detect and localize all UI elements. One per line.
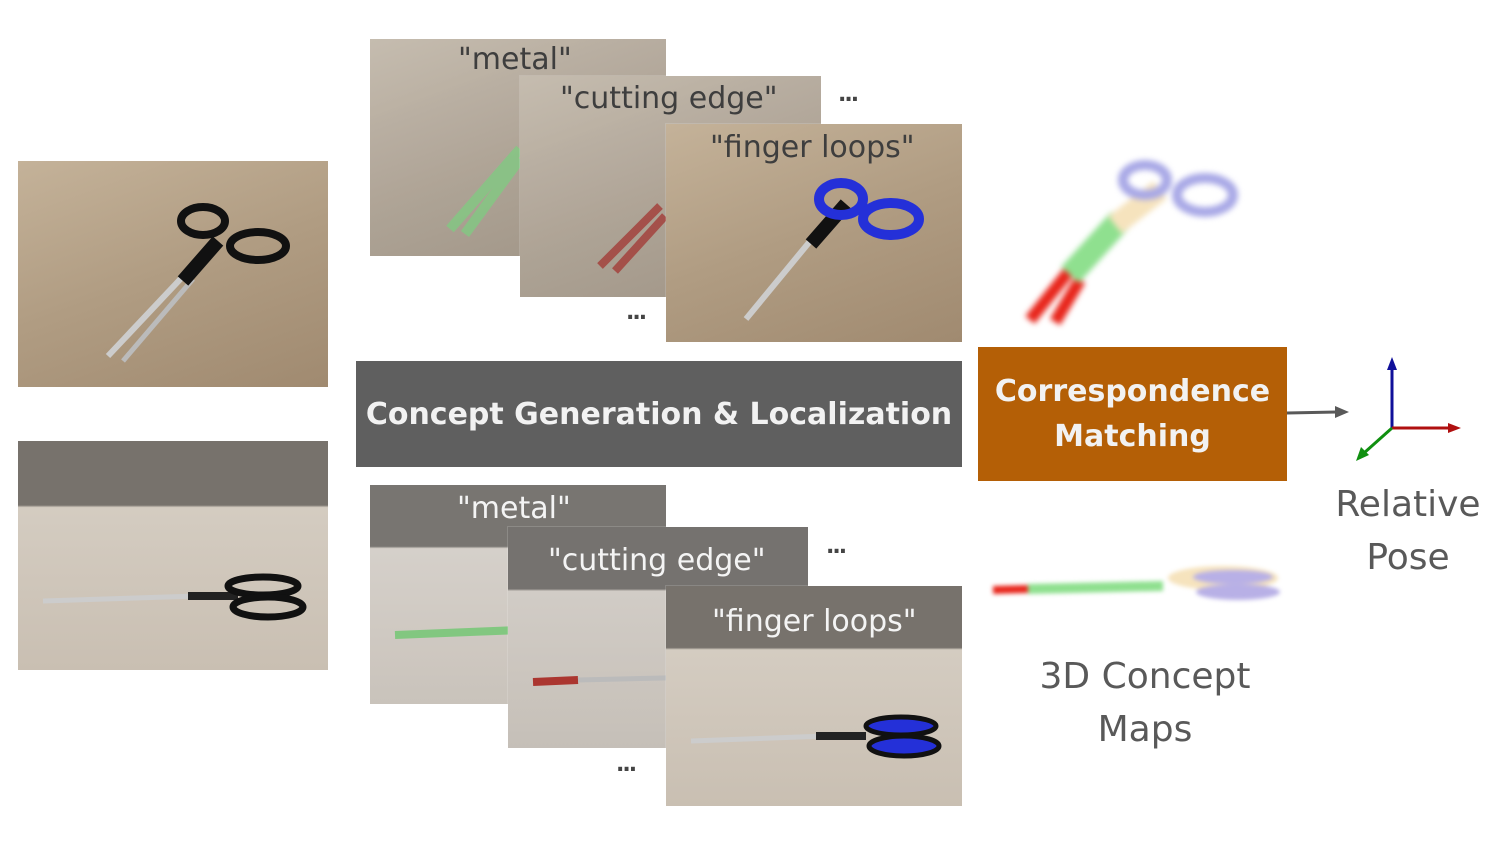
- ellipsis: ...: [838, 82, 859, 107]
- ellipsis: ...: [826, 534, 847, 559]
- ellipsis: ...: [626, 300, 647, 325]
- concept-label-cutting-edge-top: "cutting edge": [560, 81, 778, 116]
- scissors-icon: [105, 203, 290, 363]
- concept-label-metal-top: "metal": [458, 42, 572, 77]
- caption-line: Maps: [1097, 709, 1193, 750]
- pose-axes-icon: [1356, 357, 1461, 461]
- caption-line: Relative: [1335, 484, 1481, 525]
- matching-label-line1: Correspondence: [994, 374, 1271, 409]
- concept-card-finger-loops-bottom: [666, 586, 962, 806]
- relative-pose-caption: Relative Pose: [1318, 478, 1498, 584]
- concept-map-3d-bottom: [992, 566, 1280, 600]
- matching-label-line2: Matching: [1054, 419, 1211, 454]
- concept-label-metal-bottom: "metal": [457, 491, 571, 526]
- scissors-icon: [42, 573, 307, 621]
- concept-label-cutting-edge-bottom: "cutting edge": [548, 543, 766, 578]
- ellipsis: ...: [616, 752, 637, 777]
- concept-label-finger-loops-bottom: "finger loops": [712, 604, 917, 639]
- concept-label-finger-loops-top: "finger loops": [710, 130, 915, 165]
- caption-line: Pose: [1366, 537, 1450, 578]
- arrow-icon: [1287, 406, 1349, 418]
- input-image-top: [18, 161, 328, 387]
- caption-line: 3D Concept: [1039, 656, 1251, 697]
- concept-card-finger-loops-top: [666, 124, 962, 342]
- concept-map-3d-top: [1025, 160, 1238, 326]
- concept-generation-label: Concept Generation & Localization: [365, 396, 953, 432]
- correspondence-matching-box: Correspondence Matching: [978, 347, 1287, 481]
- concept-maps-caption: 3D Concept Maps: [1020, 650, 1270, 756]
- input-image-bottom: [18, 441, 328, 670]
- concept-generation-box: Concept Generation & Localization: [356, 361, 962, 467]
